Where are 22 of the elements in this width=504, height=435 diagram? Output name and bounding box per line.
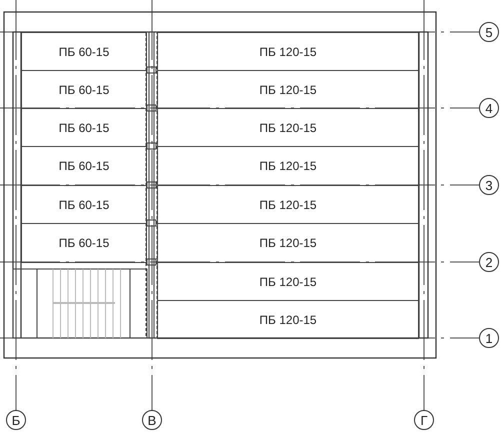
- axis-marker: В: [142, 410, 162, 430]
- slab-panel: ПБ 120-15: [157, 108, 419, 147]
- slab-panel: ПБ 60-15: [21, 32, 147, 71]
- axis-marker: 4: [479, 98, 499, 118]
- axis-marker: Г: [414, 410, 434, 430]
- slab-panel: ПБ 120-15: [157, 300, 419, 339]
- slab-panel: ПБ 120-15: [157, 70, 419, 109]
- slab-panel: ПБ 60-15: [21, 146, 147, 186]
- slab-panel: ПБ 120-15: [157, 32, 419, 71]
- slab-panel: ПБ 120-15: [157, 262, 419, 301]
- axis-marker: 2: [479, 252, 499, 272]
- slab-panel: ПБ 60-15: [21, 70, 147, 109]
- slab-panel: ПБ 60-15: [21, 185, 147, 224]
- slab-panel: ПБ 60-15: [21, 108, 147, 147]
- slab-panel: ПБ 120-15: [157, 146, 419, 186]
- axis-marker: 5: [479, 22, 499, 42]
- slab-panel: ПБ 120-15: [157, 223, 419, 263]
- axis-marker: 3: [479, 175, 499, 195]
- axis-marker: 1: [479, 328, 499, 348]
- axis-marker: Б: [6, 410, 26, 430]
- slab-panel: ПБ 60-15: [21, 223, 147, 263]
- slab-panel: ПБ 120-15: [157, 185, 419, 224]
